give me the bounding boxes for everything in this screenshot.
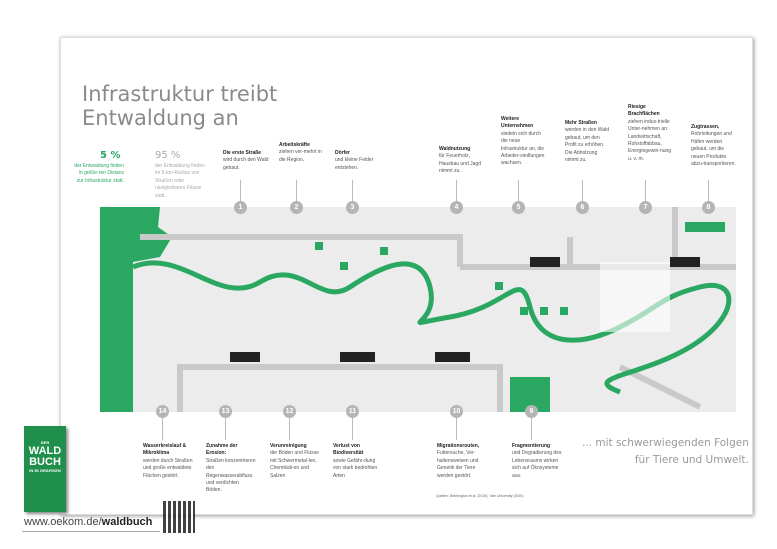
step-number: 10 (450, 405, 463, 418)
step-text: werden in den Wald gebaut, um den Profit… (565, 127, 610, 164)
step-text: ziehen indus-trielle Unter-nehmen an: La… (628, 118, 672, 162)
divider (22, 531, 160, 532)
closing-text: ... mit schwerwiegenden Folgen für Tiere… (582, 435, 749, 469)
bottom-step-annotation: Zunahme der Erosion:Straßen konzentriere… (206, 443, 256, 495)
step-head: Zunahme der Erosion: (206, 443, 238, 457)
leader-line (352, 180, 353, 201)
step-number: 4 (450, 201, 463, 214)
step-head: Verlust von Biodiversität (333, 443, 364, 457)
step-number: 6 (576, 201, 589, 214)
step-number: 11 (346, 405, 359, 418)
book-cover[interactable]: DER WALD BUCH IN 50 GRAFIKEN (24, 426, 66, 512)
step-text: ziehen ver-mehrt in die Region. (279, 149, 322, 163)
step-head: Migrationsrouten, (437, 443, 480, 449)
step-head: Fragmentierung (512, 443, 551, 449)
step-head: Zugtrassen, (691, 124, 720, 130)
leader-line (531, 418, 532, 440)
deforestation-scene (100, 207, 736, 412)
step-text: werden durch Straßen und große entwaldet… (143, 457, 193, 479)
leader-line (296, 180, 297, 201)
step-text: Rohrleitungen und Häfen werden gebaut, u… (691, 131, 736, 168)
step-text: Straßen konzentrieren den Regenwasserabf… (206, 457, 256, 494)
sources: Quellen: Bebbington et al. (2018), Yale … (436, 494, 524, 498)
leader-line (518, 180, 519, 201)
leader-line (240, 180, 241, 201)
bottom-step-annotation: Migrationsrouten,Futtersuche, Ver-halten… (437, 443, 487, 480)
step-head: Riesige Brachflächen (628, 104, 660, 118)
step-text: siedeln sich durch die neue Infrastruktu… (501, 130, 545, 167)
intact-forest (100, 207, 133, 412)
step-number: 7 (639, 201, 652, 214)
step-number: 13 (219, 405, 232, 418)
percent-5-text: der Entwaldung finden in größe-ren Dista… (74, 163, 124, 184)
step-text: wird durch den Wald gebaut. (223, 157, 269, 171)
percent-95: 95 % (155, 150, 181, 161)
step-number: 8 (702, 201, 715, 214)
percent-5: 5 % (100, 150, 121, 161)
trucks (230, 222, 725, 362)
leader-line (225, 418, 226, 440)
step-head: Waldnutzung (439, 146, 471, 152)
book-url-link[interactable]: www.oekom.de/waldbuch (24, 516, 152, 528)
step-head: Verunreinigung (270, 443, 307, 449)
book-subtitle: IN 50 GRAFIKEN (29, 468, 61, 473)
step-head: Mehr Straßen (565, 120, 597, 126)
step-head: Dörfer (335, 150, 351, 156)
closing-line-1: ... mit schwerwiegenden Folgen (582, 437, 749, 449)
percent-95-text: der Entwaldung finden im 5-km-Radius von… (155, 163, 205, 199)
step-number: 12 (283, 405, 296, 418)
step-number: 9 (525, 405, 538, 418)
step-number: 2 (290, 201, 303, 214)
leader-line (289, 418, 290, 440)
cleared-field (600, 262, 670, 332)
step-head: Die erste Straße (223, 150, 262, 156)
leader-line (352, 418, 353, 440)
step-head: Weitere Unternehmen (501, 116, 534, 130)
book-line-2: WALD (28, 445, 62, 457)
top-step-annotation: Zugtrassen,Rohrleitungen und Häfen werde… (691, 124, 737, 168)
leader-line (456, 418, 457, 440)
book-line-3: BUCH (29, 456, 61, 468)
leader-line (162, 418, 163, 440)
url-prefix: www.oekom.de/ (24, 516, 102, 528)
roads (140, 207, 736, 412)
qr-code[interactable] (163, 501, 195, 533)
url-bold: waldbuch (101, 516, 153, 528)
leader-line (582, 180, 583, 201)
closing-line-2: für Tiere und Umwelt. (634, 454, 749, 466)
step-number: 3 (346, 201, 359, 214)
step-number: 14 (156, 405, 169, 418)
leader-line (456, 180, 457, 201)
step-number: 1 (234, 201, 247, 214)
village-houses (315, 242, 568, 315)
leader-line (645, 180, 646, 201)
title-line-1: Infrastruktur treibt (82, 82, 278, 106)
book-line-1: DER (40, 440, 50, 445)
step-text: sowie Gefähr-dung von stark bedrohten Ar… (333, 457, 378, 479)
leader-line (708, 180, 709, 201)
step-head: Arbeitskräfte (279, 142, 310, 148)
step-text: Futtersuche, Ver-haltensweisen und Genet… (437, 450, 479, 479)
river (132, 260, 732, 395)
step-head: Wasserkreislauf & Mikroklima (143, 443, 187, 457)
step-text: und Degradierung des Lebensraums wirken … (512, 450, 562, 479)
poster-title: Infrastruktur treibt Entwaldung an (82, 82, 277, 130)
step-text: und kleine Felder entstehen. (335, 157, 374, 171)
title-line-2: Entwaldung an (82, 106, 239, 130)
step-text: für Feuerholz, Hausbau und Jagd nimmt zu… (439, 153, 481, 175)
step-number: 5 (512, 201, 525, 214)
step-text: der Böden und Flüsse mit Schwermetal-len… (270, 450, 319, 479)
